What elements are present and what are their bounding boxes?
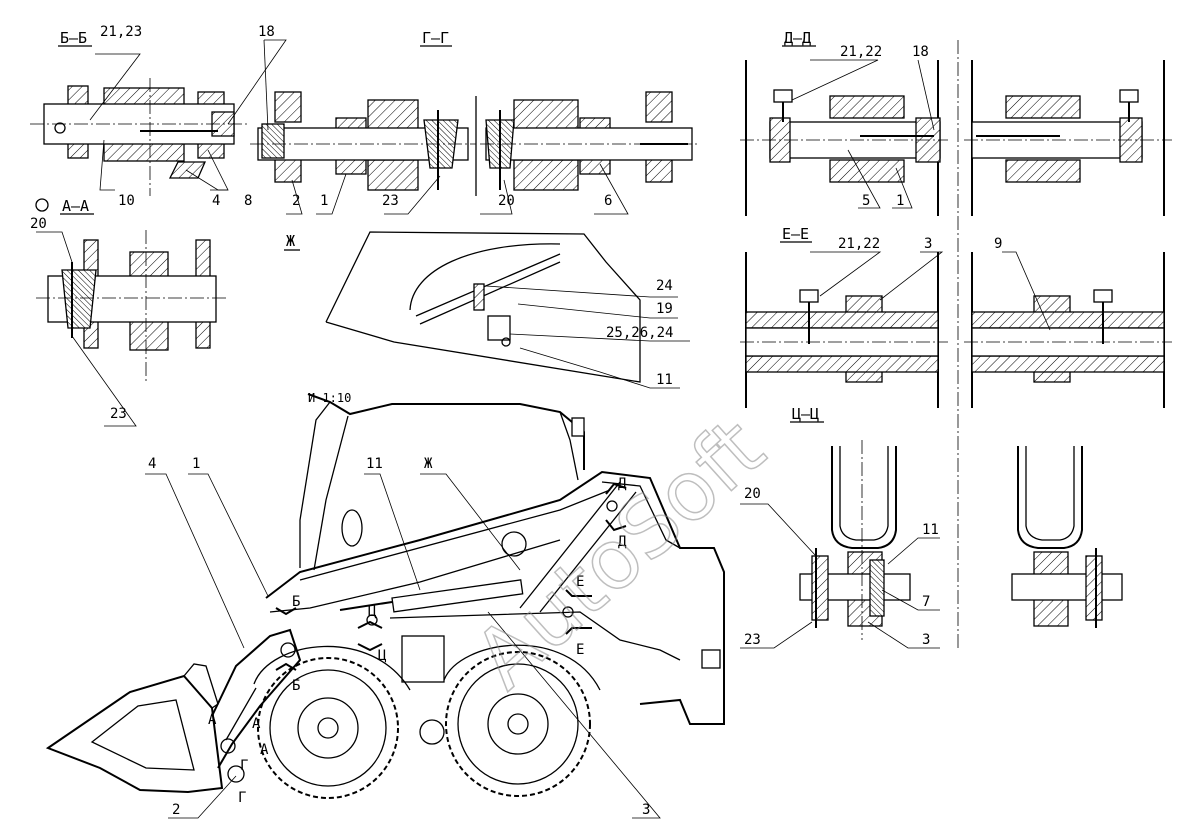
callout-21-22-dd: 21,22 xyxy=(840,44,882,60)
marker-a2: А xyxy=(252,716,261,732)
cut-markers xyxy=(275,482,627,671)
callout-zh-main: Ж xyxy=(424,456,433,472)
callout-labels: 21,23 18 10 4 8 2 1 23 20 6 20 23 24 19 … xyxy=(30,24,1002,818)
marker-d2: Д xyxy=(618,534,627,550)
callout-21-23: 21,23 xyxy=(100,24,142,40)
marker-ts2: Ц xyxy=(378,648,387,664)
callout-23-gg: 23 xyxy=(382,193,399,209)
callout-23-ts: 23 xyxy=(744,632,761,648)
section-tsts-title: Ц–Ц xyxy=(792,405,819,423)
callout-19: 19 xyxy=(656,301,673,317)
section-ee-title: Е–Е xyxy=(782,225,809,243)
callout-3-main: 3 xyxy=(642,802,650,818)
callout-18-left: 18 xyxy=(258,24,275,40)
section-gg-title: Г–Г xyxy=(422,29,449,47)
callout-11-ts: 11 xyxy=(922,522,939,538)
section-bb-title: Б–Б xyxy=(60,29,87,47)
marker-a1: А xyxy=(208,712,217,728)
loader-main-view xyxy=(45,393,725,799)
section-bb: Б–Б xyxy=(30,29,250,196)
marker-b2: Б xyxy=(292,678,300,694)
callout-3-ee: 3 xyxy=(924,236,932,252)
marker-e1: Е xyxy=(576,574,584,590)
scale-note: И 1:10 xyxy=(308,391,351,405)
marker-e2: Е xyxy=(576,642,584,658)
callout-21-22-ee: 21,22 xyxy=(838,236,880,252)
callout-10: 10 xyxy=(118,193,135,209)
callout-6: 6 xyxy=(604,193,612,209)
cut-marker-letters: Б Б Ц Ц Д Д Е Е А А А Г Г xyxy=(208,476,627,806)
section-ee: Е–Е xyxy=(740,225,1172,408)
callout-9: 9 xyxy=(994,236,1002,252)
leader-lines xyxy=(36,39,1051,819)
marker-ts1: Ц xyxy=(368,604,377,620)
view-zh-title: Ж xyxy=(286,232,295,250)
callout-25-26-24: 25,26,24 xyxy=(606,325,673,341)
callout-5: 5 xyxy=(862,193,870,209)
callout-20-aa: 20 xyxy=(30,216,47,232)
callout-8: 8 xyxy=(244,193,252,209)
callout-20-gg: 20 xyxy=(498,193,515,209)
callout-1-main: 1 xyxy=(192,456,200,472)
callout-24: 24 xyxy=(656,278,673,294)
marker-g1: Г xyxy=(240,758,248,774)
marker-b1: Б xyxy=(292,594,300,610)
callout-3-ts: 3 xyxy=(922,632,930,648)
section-gg: Г–Г xyxy=(250,29,700,196)
section-dd: Д–Д xyxy=(740,29,1172,650)
section-aa: А–А xyxy=(35,197,228,382)
callout-4-top: 4 xyxy=(212,193,220,209)
section-aa-title: А–А xyxy=(62,197,89,215)
marker-g2: Г xyxy=(238,790,246,806)
callout-1-dd: 1 xyxy=(896,193,904,209)
callout-11-main: 11 xyxy=(366,456,383,472)
callout-2-top: 2 xyxy=(292,193,300,209)
rotation-symbol-icon xyxy=(35,198,49,212)
watermark: AutoSoft xyxy=(457,401,782,707)
marker-d1: Д xyxy=(618,476,627,492)
section-dd-title: Д–Д xyxy=(784,29,811,47)
view-zh: Ж И 1:10 xyxy=(284,231,641,405)
callout-18-dd: 18 xyxy=(912,44,929,60)
callout-4-main: 4 xyxy=(148,456,156,472)
callout-20-ts: 20 xyxy=(744,486,761,502)
marker-a3: А xyxy=(260,742,269,758)
callout-1-top: 1 xyxy=(320,193,328,209)
callout-23-aa: 23 xyxy=(110,406,127,422)
section-tsts: Ц–Ц xyxy=(790,405,1123,640)
callout-11-zh: 11 xyxy=(656,372,673,388)
callout-7: 7 xyxy=(922,594,930,610)
callout-2-main: 2 xyxy=(172,802,180,818)
